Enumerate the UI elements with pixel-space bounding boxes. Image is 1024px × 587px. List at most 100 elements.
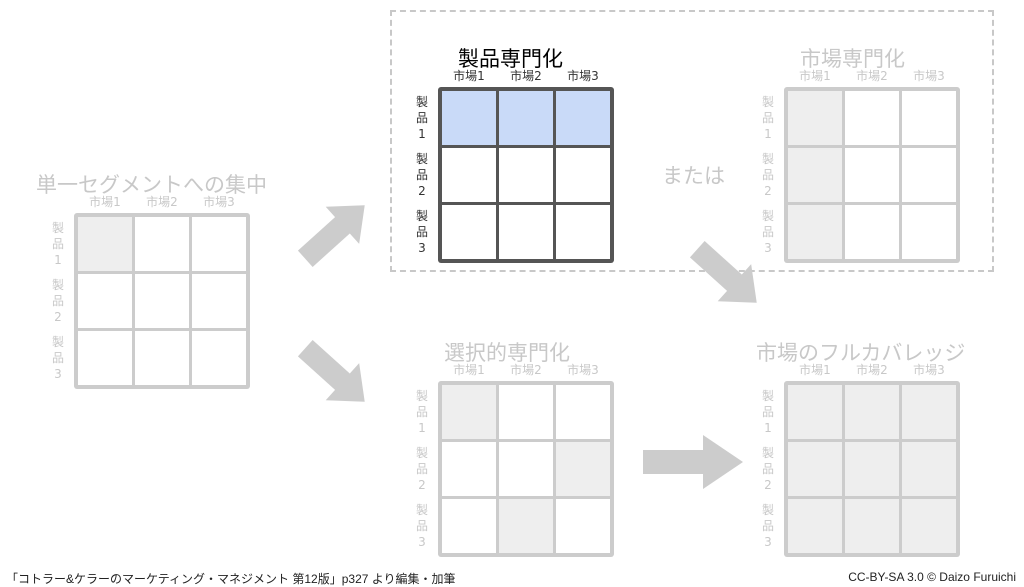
matrix-cell (442, 499, 496, 553)
column-header: 市場3 (913, 69, 945, 83)
row-header-char: 3 (764, 535, 772, 549)
matrix-grid (438, 381, 614, 557)
column-headers: 市場1 市場2 市場3 (78, 193, 246, 210)
column-header: 市場3 (913, 363, 945, 377)
column-header: 市場1 (453, 69, 485, 83)
matrix-cell (135, 274, 189, 328)
row-header-char: 品 (415, 519, 428, 533)
arrow-up-right (297, 205, 365, 267)
matrix-cell-selected (902, 442, 956, 496)
row-header-char: 2 (54, 310, 62, 324)
matrix-cell-selected (499, 91, 553, 145)
row-header-char: 3 (54, 367, 62, 381)
matrix-cell (902, 91, 956, 145)
matrix-cell-selected (788, 205, 842, 259)
row-header-char: 製 (761, 503, 774, 517)
matrix-cell (845, 148, 899, 202)
column-headers: 市場1 市場2 市場3 (788, 361, 956, 378)
column-header: 市場2 (856, 69, 888, 83)
matrix-cell (192, 217, 246, 271)
row-header-char: 1 (54, 253, 62, 267)
matrix-cell (902, 148, 956, 202)
or-label: または (662, 164, 725, 188)
row-header-char: 製 (415, 446, 428, 460)
row-header-char: 品 (761, 168, 774, 182)
row-header-char: 製 (51, 335, 64, 349)
matrix-cell-selected (499, 499, 553, 553)
matrix-cell (499, 385, 553, 439)
row-header-char: 品 (415, 462, 428, 476)
matrix-cell (845, 91, 899, 145)
column-header: 市場2 (510, 69, 542, 83)
matrix-cell-selected (902, 385, 956, 439)
row-header-char: 2 (764, 184, 772, 198)
matrix-cell-selected (442, 385, 496, 439)
row-header-char: 製 (415, 152, 428, 166)
row-header-char: 製 (761, 446, 774, 460)
row-header-char: 3 (418, 535, 426, 549)
row-header-char: 品 (761, 111, 774, 125)
row-header-char: 品 (761, 225, 774, 239)
matrix-cell-selected (78, 217, 132, 271)
matrix-cell-selected (788, 499, 842, 553)
matrix-cell-selected (845, 499, 899, 553)
matrix-cell-selected (556, 442, 610, 496)
row-header-char: 製 (761, 95, 774, 109)
matrix-cell-selected (788, 385, 842, 439)
matrix-grid (784, 381, 960, 557)
column-header: 市場1 (799, 363, 831, 377)
matrix-grid (74, 213, 250, 389)
matrix-cell (135, 331, 189, 385)
matrix-cell-selected (845, 385, 899, 439)
row-header-char: 品 (415, 111, 428, 125)
matrix-cell (442, 148, 496, 202)
row-header-char: 製 (761, 209, 774, 223)
matrix-cell (78, 331, 132, 385)
row-header-char: 品 (761, 405, 774, 419)
row-header-char: 1 (418, 421, 426, 435)
column-header: 市場2 (146, 195, 178, 209)
arrow-down-right (297, 340, 365, 402)
matrix-cell (902, 205, 956, 259)
row-header-char: 製 (761, 152, 774, 166)
column-header: 市場2 (856, 363, 888, 377)
row-header-char: 品 (51, 351, 64, 365)
matrix-cell-selected (845, 442, 899, 496)
row-header-char: 1 (764, 421, 772, 435)
arrow-right (643, 435, 743, 489)
row-header-char: 品 (51, 237, 64, 251)
matrix-cell (556, 385, 610, 439)
matrix-title: 製品専門化 (458, 47, 563, 71)
column-header: 市場3 (567, 363, 599, 377)
row-header-char: 1 (764, 127, 772, 141)
matrix-cell (499, 148, 553, 202)
row-header: 製品 1 (758, 91, 778, 145)
row-header-char: 3 (764, 241, 772, 255)
matrix-cell-selected (902, 499, 956, 553)
matrix-cell (442, 442, 496, 496)
row-header-char: 2 (764, 478, 772, 492)
matrix-title: 市場のフルカバレッジ (756, 341, 966, 365)
row-header-char: 製 (415, 389, 428, 403)
column-header: 市場3 (203, 195, 235, 209)
option-group-box (390, 10, 994, 272)
matrix-cell-selected (556, 91, 610, 145)
column-header: 市場1 (89, 195, 121, 209)
row-header-char: 品 (415, 225, 428, 239)
column-header: 市場2 (510, 363, 542, 377)
